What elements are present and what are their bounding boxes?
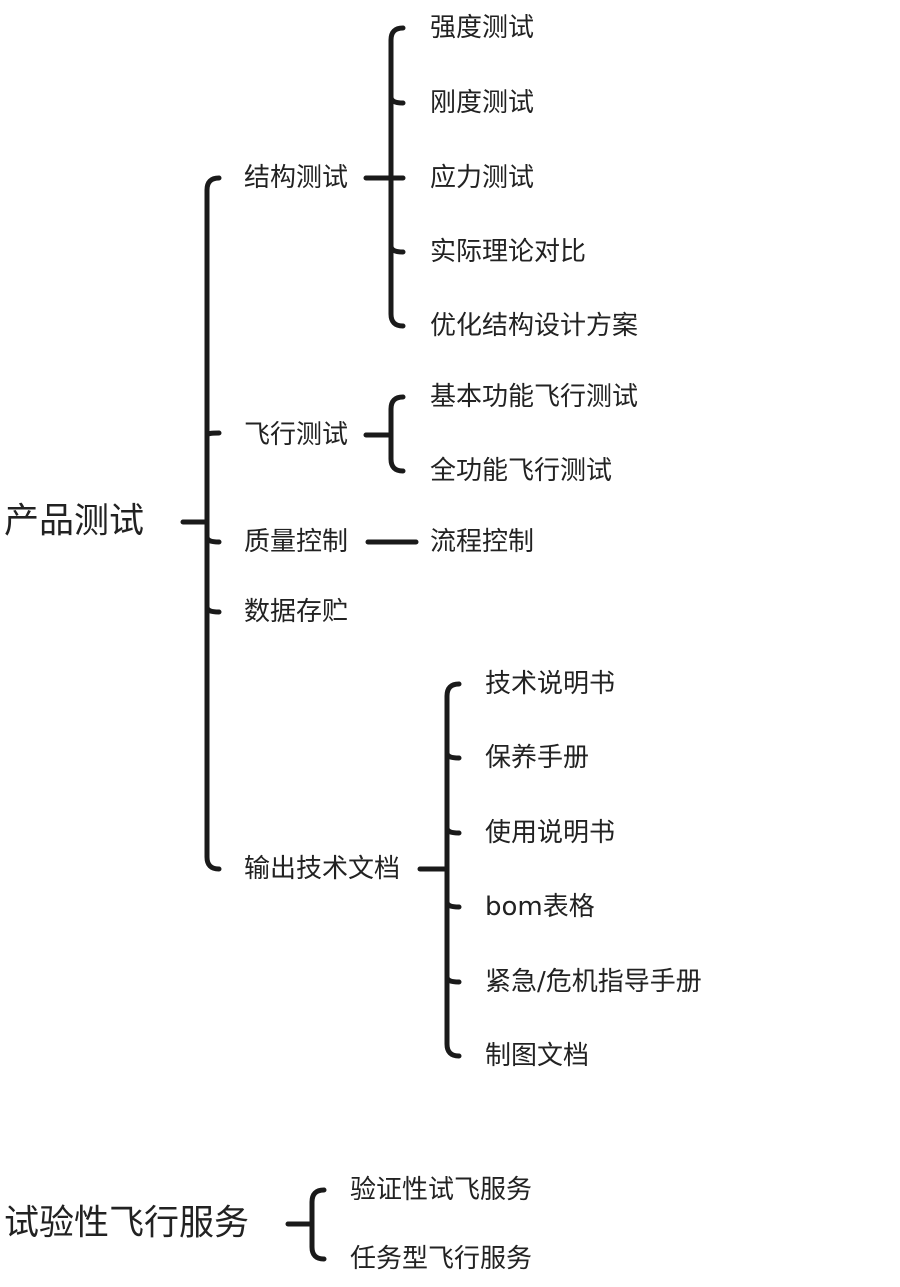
- leaf-stiffness-test: 刚度测试: [430, 88, 535, 118]
- tick-maintenance: [444, 750, 462, 761]
- tick-usage: [444, 825, 462, 836]
- leaf-mission-flight: 任务型飞行服务: [350, 1244, 533, 1274]
- node-data-storage: 数据存贮: [244, 597, 349, 627]
- leaf-process-control: 流程控制: [430, 527, 535, 557]
- tick-quality: [204, 534, 222, 545]
- leaf-tech-manual: 技术说明书: [485, 669, 616, 699]
- leaf-basic-flight-test: 基本功能飞行测试: [430, 382, 639, 412]
- bracket-level1: [204, 175, 222, 872]
- leaf-emergency-manual: 紧急/危机指导手册: [485, 967, 702, 997]
- tick-flight: [204, 430, 222, 438]
- tick-bom: [444, 899, 462, 910]
- leaf-strength-test: 强度测试: [430, 13, 535, 43]
- leaf-theory-compare: 实际理论对比: [430, 237, 587, 267]
- leaf-stress-test: 应力测试: [430, 163, 535, 193]
- leaf-verification-flight: 验证性试飞服务: [350, 1175, 533, 1205]
- node-quality-control: 质量控制: [244, 527, 349, 557]
- leaf-maintenance-manual: 保养手册: [485, 743, 590, 773]
- bracket-flight: [388, 394, 406, 474]
- node-flight-test: 飞行测试: [244, 420, 349, 450]
- node-structure-test: 结构测试: [244, 163, 349, 193]
- tick-data: [204, 604, 222, 615]
- leaf-user-manual: 使用说明书: [485, 818, 616, 848]
- root-node-product-test: 产品测试: [4, 501, 145, 542]
- bracket-docs: [444, 681, 462, 1059]
- tick-compare: [388, 243, 406, 255]
- leaf-drawing-docs: 制图文档: [485, 1041, 590, 1071]
- bracket-root2: [309, 1187, 327, 1262]
- leaf-full-flight-test: 全功能飞行测试: [430, 456, 613, 486]
- tick-emergency: [444, 974, 462, 985]
- tick-stiffness: [388, 94, 406, 106]
- leaf-optimize-design: 优化结构设计方案: [430, 311, 639, 341]
- root-node-experimental-flight: 试验性飞行服务: [4, 1203, 250, 1244]
- leaf-bom-table: bom表格: [485, 892, 595, 922]
- node-output-docs: 输出技术文档: [244, 854, 401, 884]
